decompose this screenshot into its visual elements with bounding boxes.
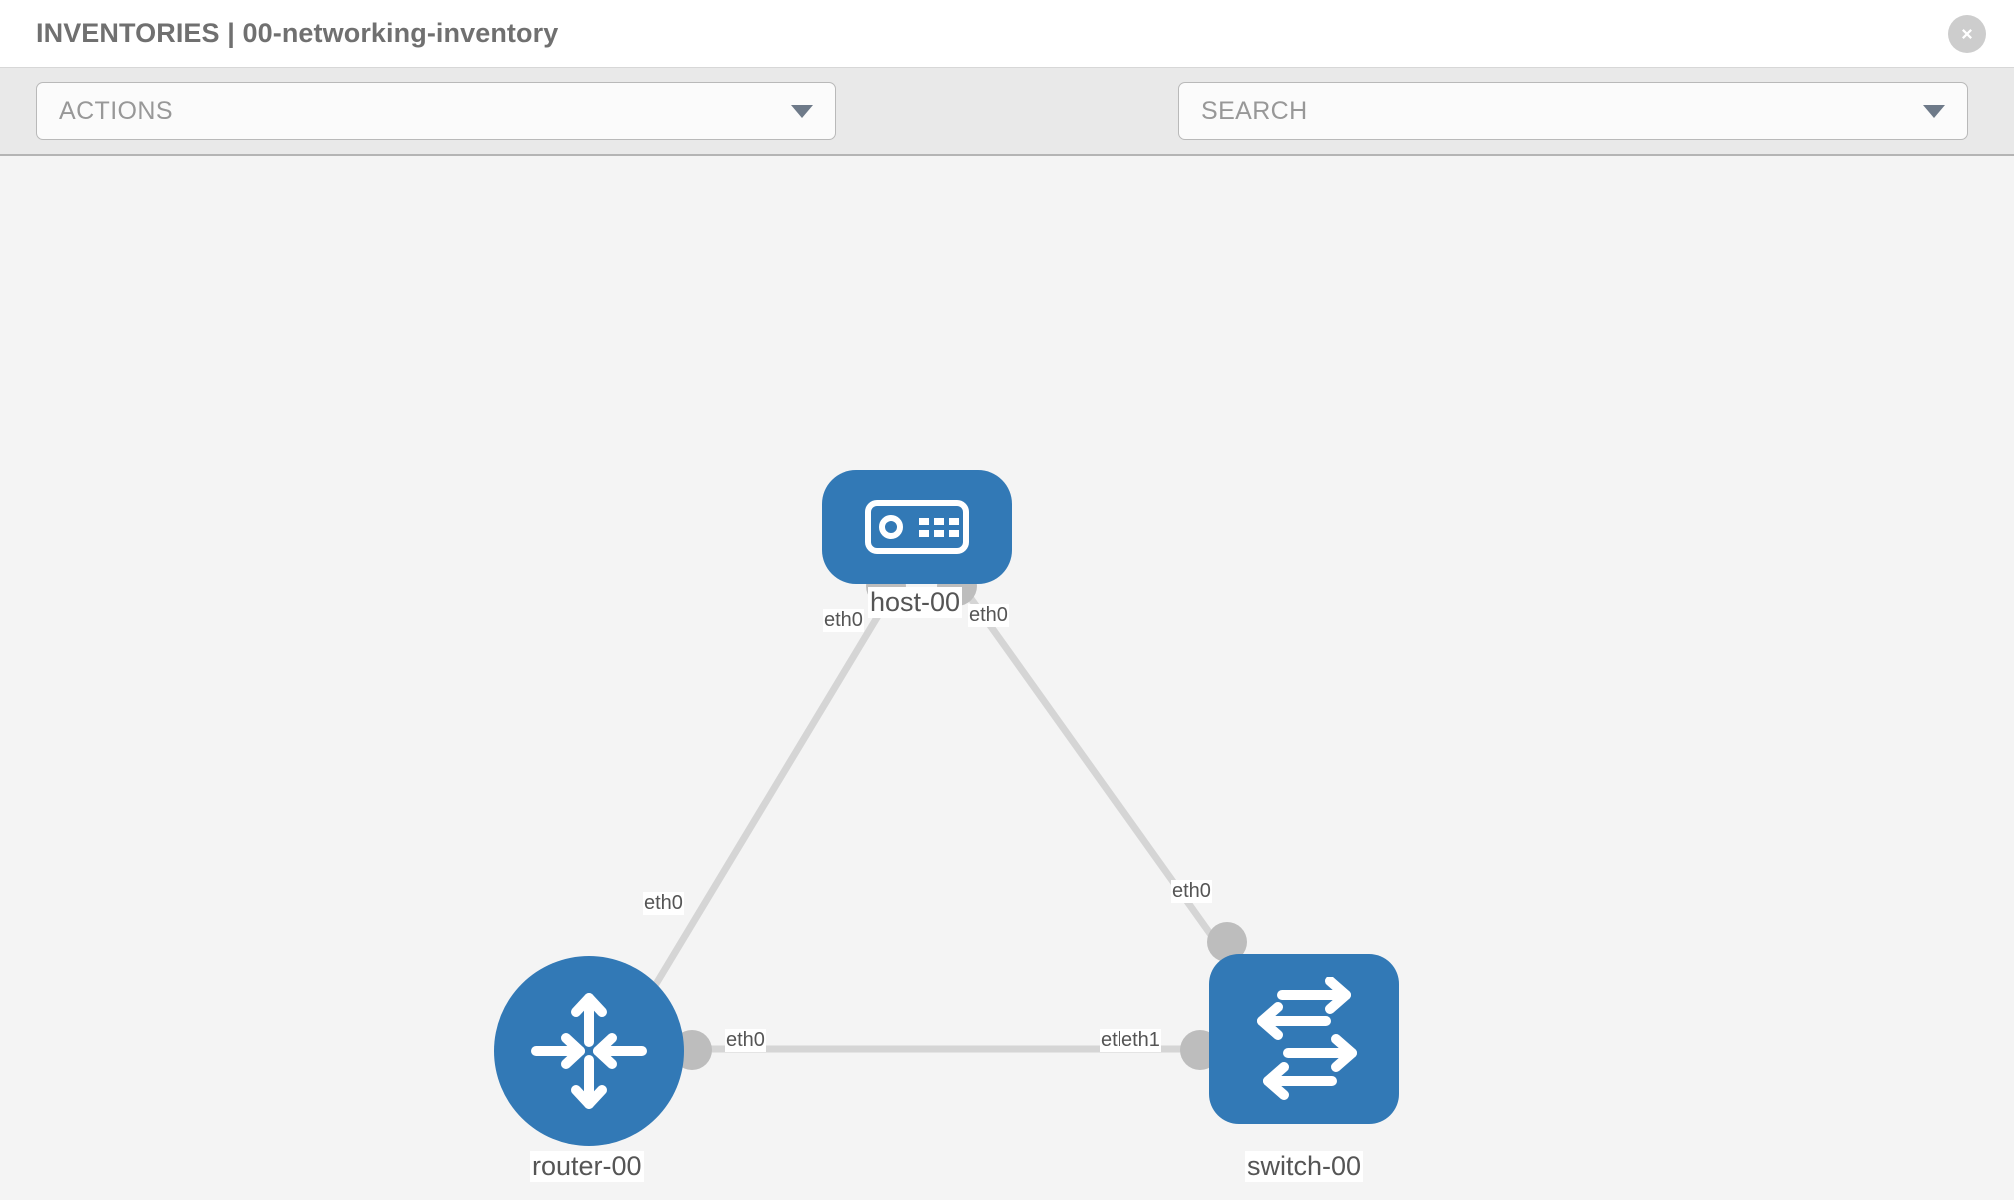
interface-label-router-uplink: eth0: [643, 892, 684, 915]
node-label-switch-00: switch-00: [1245, 1151, 1364, 1183]
chevron-down-icon[interactable]: [1923, 104, 1945, 118]
search-input[interactable]: SEARCH: [1178, 82, 1968, 140]
topology-canvas[interactable]: host-00 router-00 switch-00 eth0 eth0 et…: [0, 156, 2014, 1200]
interface-label-host-right: eth0: [968, 604, 1009, 627]
interface-label-switch-uplink: eth0: [1171, 880, 1212, 903]
topology-node-host-00[interactable]: [822, 470, 1012, 584]
interface-label-router-right: eth0: [725, 1029, 766, 1052]
toolbar: ACTIONS SEARCH: [0, 68, 2014, 156]
node-label-router-00: router-00: [530, 1151, 644, 1183]
actions-dropdown-label: ACTIONS: [59, 96, 173, 125]
topology-node-router-00[interactable]: [494, 956, 684, 1146]
interface-label-host-left: eth0: [823, 609, 864, 632]
page-header: INVENTORIES | 00-networking-inventory: [0, 0, 2014, 68]
chevron-down-icon: [791, 104, 813, 118]
switch-arrows-icon: [1257, 977, 1357, 1100]
router-arrows-icon: [531, 993, 647, 1109]
interface-label-switch-left-b: eth1: [1120, 1029, 1161, 1052]
server-appliance-icon: [865, 500, 969, 554]
node-label-host-00: host-00: [868, 587, 963, 619]
topology-node-switch-00[interactable]: [1209, 954, 1399, 1124]
topology-links: [647, 583, 1229, 1053]
page-title: INVENTORIES | 00-networking-inventory: [36, 18, 559, 48]
search-input-value: SEARCH: [1201, 96, 1308, 125]
close-icon[interactable]: [1948, 14, 1986, 53]
actions-dropdown[interactable]: ACTIONS: [36, 82, 836, 140]
